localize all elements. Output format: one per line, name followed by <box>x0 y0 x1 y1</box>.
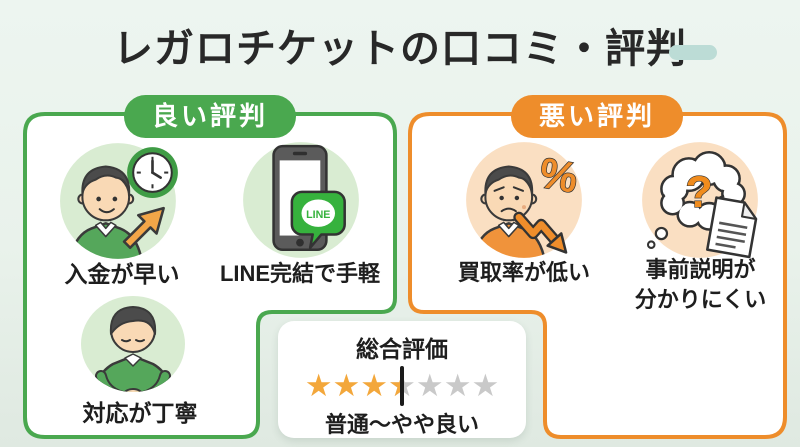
percent-decline-icon: % <box>466 142 582 258</box>
document-icon <box>706 196 758 259</box>
bowing-person-icon <box>81 296 185 392</box>
good-header-pill: 良い評判 <box>124 95 296 138</box>
bad-item-label-unclear-line2: 分かりにくい <box>634 286 767 312</box>
good-item-label-fast-payment: 入金が早い <box>64 261 180 287</box>
question-cloud-icon: ? <box>642 142 758 259</box>
good-item-label-line-easy: LINE完結で手軽 <box>219 261 381 286</box>
good-item-label-polite: 対応が丁寧 <box>82 400 198 426</box>
rating-card: 総合評価 ★★★★★★★★ 普通〜やや良い <box>278 321 526 438</box>
star-icon: ★ <box>332 368 361 403</box>
clock-icon <box>127 147 178 198</box>
star-icon: ★ <box>471 368 500 403</box>
rating-caption: 普通〜やや良い <box>324 412 479 437</box>
line-badge-text: LINE <box>306 209 330 221</box>
star-icon: ★ <box>360 368 389 403</box>
rating-marker <box>400 366 404 406</box>
thought-cloud-icon <box>646 150 746 249</box>
star-rating: ★★★★★★★★ <box>278 365 526 407</box>
page-title: レガロチケットの口コミ・評判 <box>0 16 800 74</box>
down-arrow-icon <box>513 211 568 254</box>
bad-header-pill: 悪い評判 <box>511 95 683 138</box>
percent-icon: % <box>536 149 582 203</box>
star-icon: ★ <box>443 368 472 403</box>
page-title-text: レガロチケットの口コミ・評判 <box>113 27 687 71</box>
bad-item-label-unclear: 事前説明が 分かりにくい <box>608 255 793 314</box>
person-clock-icon <box>60 143 178 259</box>
star-icon: ★ <box>304 368 333 403</box>
rating-heading: 総合評価 <box>356 336 448 362</box>
up-arrow-icon <box>122 206 165 250</box>
bad-item-label-unclear-line1: 事前説明が <box>645 257 756 282</box>
phone-line-icon: LINE <box>243 142 359 258</box>
bad-item-label-low-rate: 買取率が低い <box>457 260 590 285</box>
star-icon: ★ <box>415 368 444 403</box>
title-highlight <box>669 45 717 60</box>
question-mark-icon: ? <box>685 168 712 217</box>
line-badge-icon: LINE <box>290 190 346 250</box>
